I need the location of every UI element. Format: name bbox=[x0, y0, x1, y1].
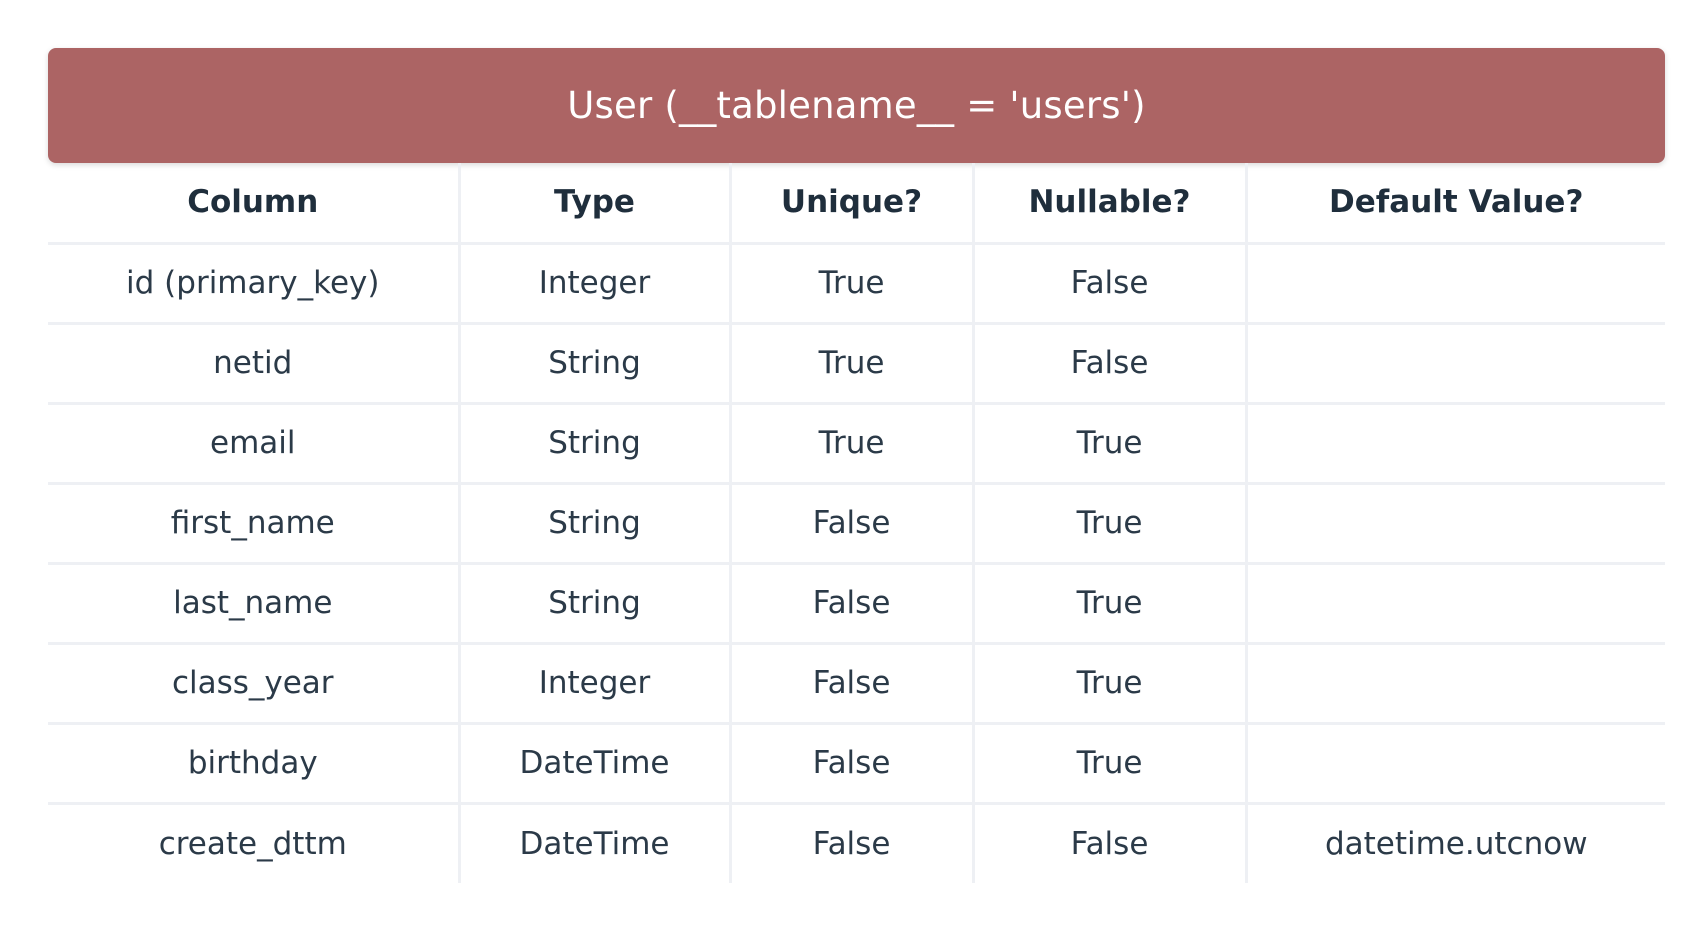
cell-type: Integer bbox=[459, 243, 732, 325]
cell-unique: False bbox=[730, 563, 975, 645]
header-column: Column bbox=[48, 163, 461, 245]
cell-unique: False bbox=[730, 803, 975, 883]
cell-type: String bbox=[459, 563, 732, 645]
cell-column: first_name bbox=[48, 483, 461, 565]
header-default: Default Value? bbox=[1246, 163, 1665, 245]
cell-unique: False bbox=[730, 643, 975, 725]
header-row: Column Type Unique? Nullable? Default Va… bbox=[48, 163, 1665, 245]
cell-type: String bbox=[459, 403, 732, 485]
cell-unique: True bbox=[730, 403, 975, 485]
table-row: create_dttm DateTime False False datetim… bbox=[48, 803, 1665, 883]
cell-nullable: True bbox=[973, 723, 1248, 805]
cell-column: email bbox=[48, 403, 461, 485]
schema-table: Column Type Unique? Nullable? Default Va… bbox=[48, 163, 1665, 883]
table-row: last_name String False True bbox=[48, 563, 1665, 645]
cell-default: datetime.utcnow bbox=[1324, 825, 1588, 862]
cell-unique: False bbox=[730, 483, 975, 565]
table-row: birthday DateTime False True bbox=[48, 723, 1665, 805]
cell-column: last_name bbox=[48, 563, 461, 645]
cell-default bbox=[1246, 483, 1665, 565]
table-title: User (__tablename__ = 'users') bbox=[48, 48, 1665, 163]
cell-type: DateTime bbox=[459, 723, 732, 805]
header-unique: Unique? bbox=[730, 163, 975, 245]
cell-default bbox=[1246, 723, 1665, 805]
header-nullable: Nullable? bbox=[973, 163, 1248, 245]
cell-nullable: True bbox=[973, 643, 1248, 725]
cell-nullable: True bbox=[973, 563, 1248, 645]
cell-nullable: False bbox=[973, 323, 1248, 405]
table-row: id (primary_key) Integer True False bbox=[48, 243, 1665, 325]
cell-nullable: False bbox=[973, 803, 1248, 883]
cell-column: create_dttm bbox=[48, 803, 461, 883]
cell-default bbox=[1246, 243, 1665, 325]
cell-type: Integer bbox=[459, 643, 732, 725]
schema-card: User (__tablename__ = 'users') Column Ty… bbox=[48, 48, 1665, 883]
cell-column: class_year bbox=[48, 643, 461, 725]
cell-nullable: True bbox=[973, 483, 1248, 565]
cell-column: birthday bbox=[48, 723, 461, 805]
cell-nullable: True bbox=[973, 403, 1248, 485]
cell-default bbox=[1246, 403, 1665, 485]
cell-column: id (primary_key) bbox=[48, 243, 461, 325]
table-row: netid String True False bbox=[48, 323, 1665, 405]
cell-unique: True bbox=[730, 243, 975, 325]
cell-type: DateTime bbox=[459, 803, 732, 883]
cell-nullable: False bbox=[973, 243, 1248, 325]
table-row: first_name String False True bbox=[48, 483, 1665, 565]
cell-default bbox=[1246, 323, 1665, 405]
cell-type: String bbox=[459, 483, 732, 565]
cell-default bbox=[1246, 563, 1665, 645]
cell-column: netid bbox=[48, 323, 461, 405]
cell-unique: False bbox=[730, 723, 975, 805]
cell-unique: True bbox=[730, 323, 975, 405]
table-row: class_year Integer False True bbox=[48, 643, 1665, 725]
cell-type: String bbox=[459, 323, 732, 405]
cell-default bbox=[1246, 643, 1665, 725]
header-type: Type bbox=[459, 163, 732, 245]
table-row: email String True True bbox=[48, 403, 1665, 485]
